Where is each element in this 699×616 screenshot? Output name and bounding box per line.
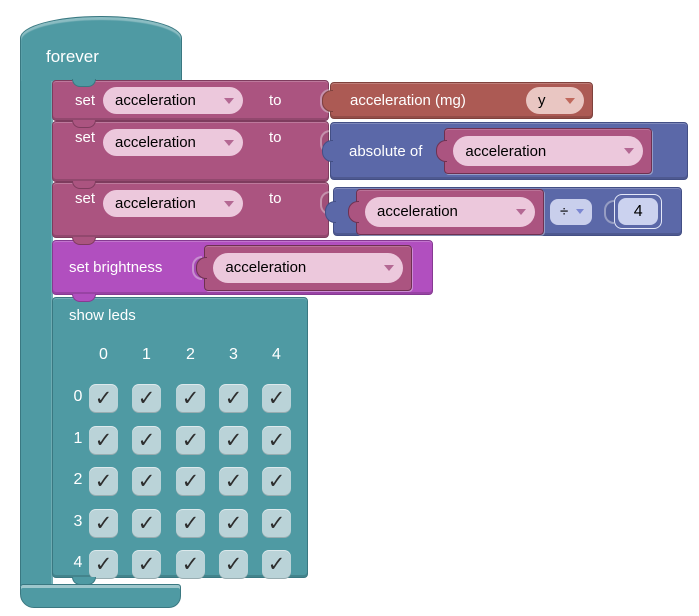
- set-label: set: [75, 92, 96, 109]
- axis-dropdown[interactable]: y: [526, 87, 584, 114]
- show-leds-label: show leds: [69, 307, 136, 324]
- led-checkbox-2-4[interactable]: ✓: [262, 467, 291, 496]
- led-checkbox-1-0[interactable]: ✓: [89, 426, 118, 455]
- led-row-header-2: 2: [73, 471, 83, 488]
- variable-dropdown-value: acceleration: [115, 195, 196, 212]
- led-row-header-4: 4: [73, 554, 83, 571]
- to-label: to: [269, 92, 282, 109]
- led-checkbox-1-1[interactable]: ✓: [132, 426, 161, 455]
- operator-dropdown[interactable]: ÷: [550, 198, 593, 225]
- variable-dropdown[interactable]: acceleration: [213, 252, 404, 283]
- chevron-down-icon: [576, 209, 585, 214]
- variable-dropdown[interactable]: acceleration: [103, 190, 244, 217]
- led-checkbox-3-4[interactable]: ✓: [262, 509, 291, 538]
- forever-label: forever: [46, 47, 99, 66]
- led-checkbox-4-3[interactable]: ✓: [219, 550, 248, 579]
- led-col-header-3: 3: [229, 346, 238, 363]
- led-checkbox-2-0[interactable]: ✓: [89, 467, 118, 496]
- variable-dropdown-value: acceleration: [115, 134, 196, 151]
- led-checkbox-3-0[interactable]: ✓: [89, 509, 118, 538]
- chevron-down-icon: [384, 264, 395, 271]
- chevron-down-icon: [224, 97, 235, 104]
- led-checkbox-1-2[interactable]: ✓: [176, 426, 205, 455]
- led-checkbox-3-2[interactable]: ✓: [176, 509, 205, 538]
- set-variable-block-1[interactable]: set acceleration to: [52, 80, 330, 121]
- number-input[interactable]: 4: [618, 198, 659, 225]
- variable-dropdown[interactable]: acceleration: [103, 87, 244, 114]
- absolute-of-block[interactable]: absolute of acceleration: [322, 122, 688, 180]
- variable-reporter-block[interactable]: acceleration: [348, 188, 544, 235]
- absolute-of-label: absolute of: [349, 142, 423, 160]
- led-checkbox-3-1[interactable]: ✓: [132, 509, 161, 538]
- forever-block[interactable]: forever: [20, 16, 182, 81]
- led-row-header-1: 1: [73, 430, 83, 447]
- puzzle-tab-icon: [322, 89, 333, 112]
- led-col-header-2: 2: [186, 346, 195, 363]
- led-checkbox-0-0[interactable]: ✓: [89, 384, 118, 413]
- led-checkbox-0-1[interactable]: ✓: [132, 384, 161, 413]
- led-row-header-0: 0: [73, 388, 83, 405]
- led-checkbox-2-3[interactable]: ✓: [219, 467, 248, 496]
- set-label: set: [75, 129, 96, 146]
- variable-dropdown[interactable]: acceleration: [365, 196, 535, 227]
- led-checkbox-0-3[interactable]: ✓: [219, 384, 248, 413]
- led-checkbox-2-2[interactable]: ✓: [176, 467, 205, 496]
- led-col-header-4: 4: [272, 346, 281, 363]
- chevron-down-icon: [624, 148, 635, 154]
- set-brightness-block[interactable]: set brightness acceleration: [52, 240, 433, 295]
- variable-reporter-block[interactable]: acceleration: [436, 128, 653, 174]
- division-block[interactable]: acceleration ÷ 4: [325, 187, 682, 236]
- led-checkbox-1-4[interactable]: ✓: [262, 426, 291, 455]
- variable-reporter-block[interactable]: acceleration: [196, 244, 413, 291]
- set-variable-block-2[interactable]: set acceleration to: [52, 121, 330, 182]
- acceleration-mg-block[interactable]: acceleration (mg) y: [322, 82, 593, 119]
- forever-block-left-spine: [20, 78, 53, 586]
- operator-dropdown-value: ÷: [560, 203, 569, 220]
- to-label: to: [269, 129, 282, 146]
- variable-dropdown-value: acceleration: [377, 203, 458, 220]
- led-checkbox-1-3[interactable]: ✓: [219, 426, 248, 455]
- set-label: set: [75, 190, 96, 207]
- puzzle-tab-icon: [322, 140, 333, 162]
- variable-dropdown-value: acceleration: [465, 142, 547, 160]
- led-checkbox-3-3[interactable]: ✓: [219, 509, 248, 538]
- variable-dropdown-value: acceleration: [225, 259, 307, 276]
- acceleration-mg-label: acceleration (mg): [350, 92, 466, 109]
- chevron-down-icon: [224, 139, 235, 146]
- variable-dropdown[interactable]: acceleration: [453, 136, 644, 166]
- led-checkbox-4-1[interactable]: ✓: [132, 550, 161, 579]
- chevron-down-icon: [565, 97, 575, 104]
- set-variable-block-3[interactable]: set acceleration to: [52, 182, 330, 238]
- led-col-header-0: 0: [99, 346, 108, 363]
- led-checkbox-0-4[interactable]: ✓: [262, 384, 291, 413]
- chevron-down-icon: [516, 208, 526, 215]
- puzzle-tab-icon: [325, 200, 336, 223]
- variable-dropdown[interactable]: acceleration: [103, 129, 244, 156]
- forever-block-bottom-bar: [20, 584, 181, 608]
- puzzle-tab-icon: [436, 140, 448, 162]
- led-checkbox-2-1[interactable]: ✓: [132, 467, 161, 496]
- puzzle-tab-icon: [348, 200, 359, 223]
- value-socket: [604, 199, 615, 224]
- chevron-down-icon: [224, 200, 235, 207]
- set-brightness-label: set brightness: [69, 259, 163, 276]
- puzzle-tab-icon: [196, 256, 208, 279]
- number-slot: 4: [614, 194, 663, 229]
- led-checkbox-4-4[interactable]: ✓: [262, 550, 291, 579]
- led-checkbox-4-0[interactable]: ✓: [89, 550, 118, 579]
- led-checkbox-4-2[interactable]: ✓: [176, 550, 205, 579]
- variable-dropdown-value: acceleration: [115, 92, 196, 109]
- led-col-header-1: 1: [142, 346, 151, 363]
- led-row-header-3: 3: [73, 513, 83, 530]
- axis-dropdown-value: y: [538, 92, 546, 109]
- to-label: to: [269, 190, 282, 207]
- show-leds-block[interactable]: show leds 0 1 2 3 4 0 ✓ ✓ ✓ ✓ ✓ 1 ✓ ✓ ✓ ✓ ✓ 2 ✓ ✓ ✓ ✓ ✓ 3 ✓ ✓ ✓ ✓ ✓ 4…: [52, 297, 308, 579]
- led-checkbox-0-2[interactable]: ✓: [176, 384, 205, 413]
